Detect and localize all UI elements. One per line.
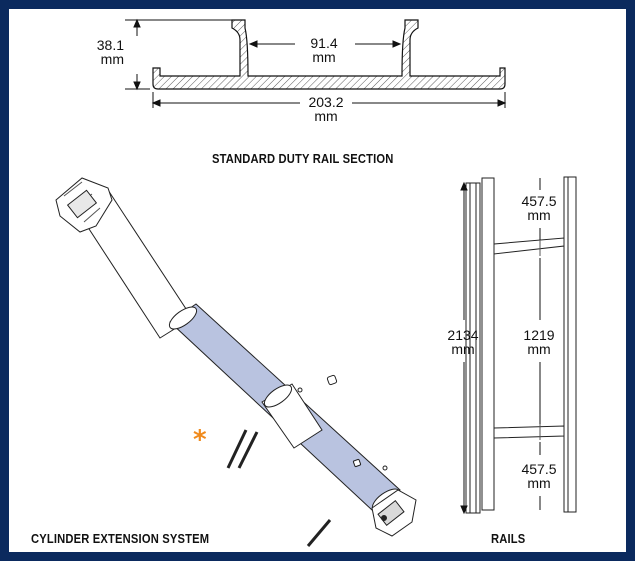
asterisk-marker: *	[193, 425, 207, 455]
rail-section-profile	[152, 19, 506, 90]
rails-top-value: 457.5	[521, 193, 556, 209]
rails-dimension-lines	[460, 178, 541, 515]
rail-gap-dimension	[248, 40, 402, 48]
rails-caption: RAILS	[491, 531, 526, 546]
rail-height-unit: mm	[101, 51, 124, 67]
rail-width-unit: mm	[314, 108, 337, 124]
diagram-panel: 38.1 mm 91.4 mm 203.2 mm	[9, 9, 626, 552]
rails-middle-unit: mm	[527, 341, 550, 357]
rails-total-value: 2134	[447, 327, 478, 343]
cylinder-caption: CYLINDER EXTENSION SYSTEM	[31, 531, 210, 546]
rails-bottom-value: 457.5	[521, 461, 556, 477]
rail-section-caption: STANDARD DUTY RAIL SECTION	[212, 151, 394, 166]
rail-gap-value: 91.4	[310, 35, 337, 51]
cylinder-loose-parts	[226, 374, 388, 547]
diagram-svg: 38.1 mm 91.4 mm 203.2 mm	[55, 18, 577, 547]
cylinder-assembly	[55, 177, 417, 537]
rail-height-dimension	[125, 18, 232, 91]
rails-drawing	[465, 176, 577, 514]
rails-top-unit: mm	[527, 207, 550, 223]
rail-width-dimension	[151, 92, 507, 108]
rail-gap-unit: mm	[312, 49, 335, 65]
rail-width-value: 203.2	[308, 94, 343, 110]
rails-middle-value: 1219	[523, 327, 554, 343]
rail-height-value: 38.1	[97, 37, 124, 53]
rails-total-unit: mm	[451, 341, 474, 357]
rails-bottom-unit: mm	[527, 475, 550, 491]
